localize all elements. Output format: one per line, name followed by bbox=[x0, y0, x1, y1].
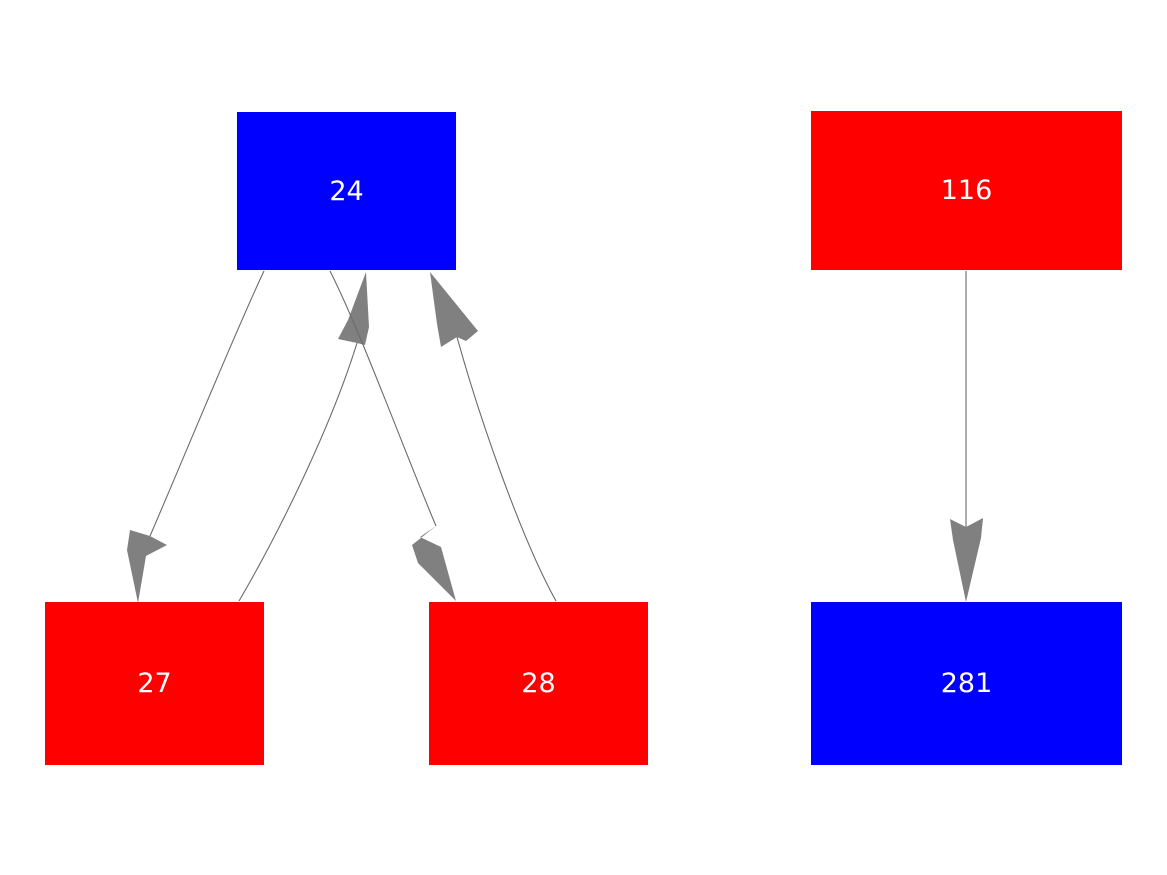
edge-arrowhead bbox=[338, 272, 369, 345]
edge-arrowhead bbox=[950, 518, 983, 602]
node-label: 27 bbox=[137, 668, 172, 699]
edge-arrowhead bbox=[430, 272, 478, 347]
graph-node-24[interactable]: 24 bbox=[237, 112, 456, 270]
edge-line bbox=[456, 336, 557, 602]
graph-node-116[interactable]: 116 bbox=[811, 111, 1122, 270]
node-label: 116 bbox=[940, 175, 993, 206]
edge-27-to-24[interactable] bbox=[238, 272, 369, 602]
edge-line bbox=[238, 342, 358, 602]
graph-node-281[interactable]: 281 bbox=[811, 602, 1122, 765]
edge-116-to-281[interactable] bbox=[950, 271, 983, 602]
edge-arrowhead bbox=[412, 526, 456, 601]
edge-line bbox=[329, 270, 437, 527]
node-label: 24 bbox=[329, 175, 364, 207]
graph-node-28[interactable]: 28 bbox=[429, 602, 648, 765]
edge-28-to-24[interactable] bbox=[430, 272, 557, 602]
node-label: 28 bbox=[521, 668, 556, 699]
graph-node-27[interactable]: 27 bbox=[45, 602, 264, 765]
edge-line bbox=[149, 270, 265, 537]
edge-24-to-28[interactable] bbox=[329, 270, 456, 601]
node-label: 281 bbox=[940, 668, 993, 699]
edges-group bbox=[127, 270, 983, 603]
edge-24-to-27[interactable] bbox=[127, 270, 265, 603]
edge-arrowhead bbox=[127, 530, 167, 603]
